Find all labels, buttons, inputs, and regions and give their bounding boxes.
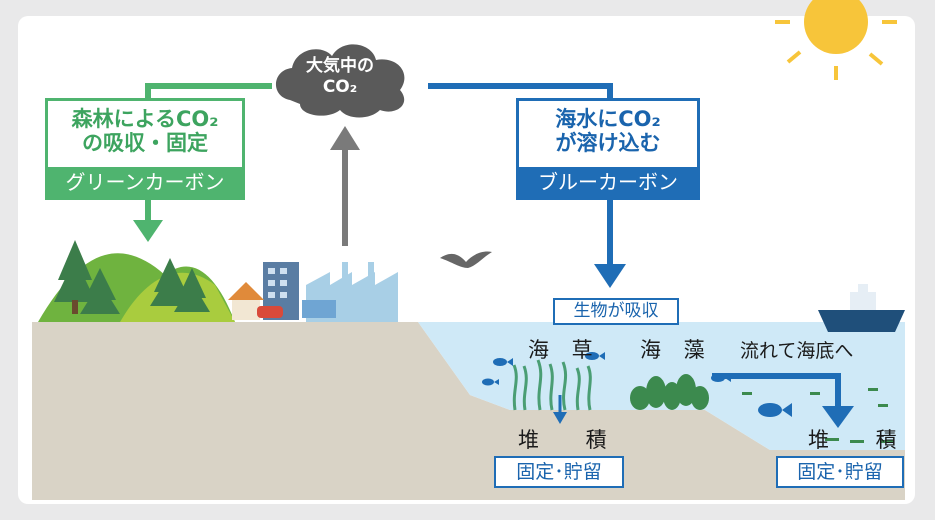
green-carbon-tag: グリーンカーボン: [48, 167, 242, 197]
atmosphere-line1: 大気中の: [306, 56, 374, 76]
city-illustration: [228, 262, 398, 322]
ship-icon: [818, 284, 905, 332]
seagrass-illustration: [512, 359, 592, 411]
blue-arrow-head: [594, 264, 626, 288]
absorb-label: 生物が吸収: [553, 298, 679, 325]
drifting-seaweed: [742, 388, 894, 443]
atmosphere-co2-label: 大気中の CO₂: [286, 56, 394, 98]
green-title-line1: 森林によるCO₂: [71, 107, 219, 131]
green-arrow-head: [133, 220, 163, 242]
sediment-left-label: 堆 積: [518, 428, 627, 452]
seaweed-illustration: [630, 374, 709, 410]
green-arrow-line: [145, 83, 272, 98]
green-carbon-box: 森林によるCO₂ の吸収・固定 グリーンカーボン: [45, 98, 245, 200]
flow-arrow-head: [822, 406, 854, 428]
fish-icons: [482, 352, 792, 417]
blue-carbon-tag: ブルーカーボン: [519, 167, 697, 197]
sun-icon: [775, 0, 897, 80]
atmosphere-line2: CO₂: [322, 77, 358, 97]
sediment-right-label: 堆 積: [808, 428, 917, 452]
green-carbon-title: 森林によるCO₂ の吸収・固定: [48, 101, 242, 155]
blue-title-line2: が溶け込む: [555, 131, 661, 155]
land-ground: [32, 322, 905, 500]
flow-label: 流れて海底へ: [740, 340, 854, 362]
blue-carbon-box: 海水にCO₂ が溶け込む ブルーカーボン: [516, 98, 700, 200]
seagull-icon: [440, 251, 492, 268]
fixed-storage-right: 固定･貯留: [776, 456, 904, 488]
blue-title-line1: 海水にCO₂: [555, 107, 661, 131]
co2-cloud: [275, 44, 405, 118]
blue-arrow-line: [428, 83, 613, 98]
fixed-storage-left: 固定･貯留: [494, 456, 624, 488]
seaweed-label: 海 藻: [640, 338, 713, 362]
gray-arrow-head: [330, 126, 360, 150]
green-title-line2: の吸収・固定: [82, 131, 208, 155]
sediment-arrow-left: [553, 412, 567, 424]
forest-illustration: [38, 240, 235, 322]
flow-arrow-line: [712, 373, 841, 408]
blue-carbon-title: 海水にCO₂ が溶け込む: [519, 101, 697, 155]
seagrass-label: 海 草: [528, 338, 601, 362]
